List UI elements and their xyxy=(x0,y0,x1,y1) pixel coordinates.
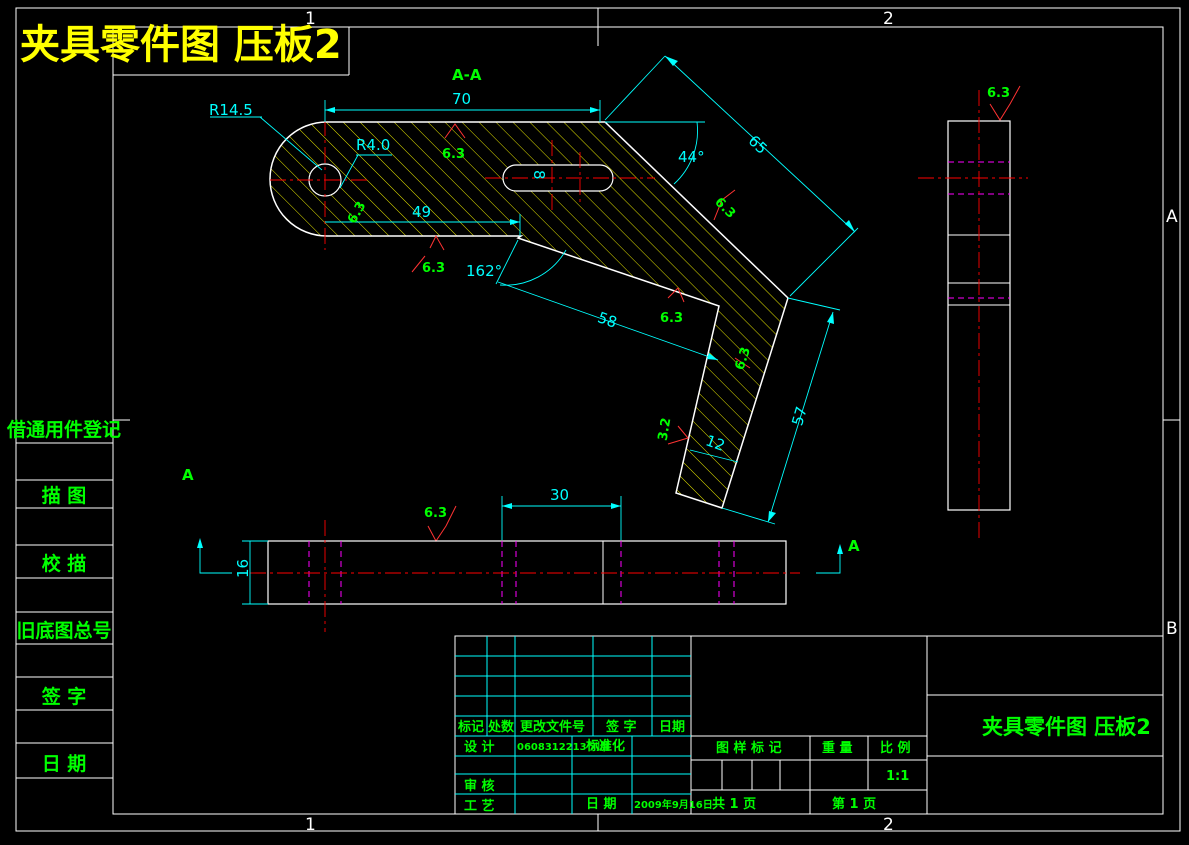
dimension-lines xyxy=(210,55,859,525)
tb-design-label: 设 计 xyxy=(464,739,495,755)
roughness-9: 6.3 xyxy=(424,506,447,521)
zone-side-a: A xyxy=(1166,207,1178,227)
zone-bottom-2: 2 xyxy=(883,815,894,835)
strip-item-2: 校 描 xyxy=(42,552,87,575)
dim-8: 8 xyxy=(530,170,548,180)
strip-item-0: 借通用件登记 xyxy=(6,418,121,441)
zone-top-1: 1 xyxy=(305,9,316,29)
strip-item-5: 日 期 xyxy=(42,753,87,775)
roughness-leaders xyxy=(411,85,1021,542)
tb-h-count: 处数 xyxy=(487,719,515,735)
dim-57: 57 xyxy=(788,404,811,427)
dim-30: 30 xyxy=(550,486,569,504)
tb-review-label: 审 核 xyxy=(464,778,495,794)
tb-h-mark: 标记 xyxy=(457,719,484,735)
tb-design-value: 0608312213 刘健 xyxy=(517,740,610,753)
left-strip: 借通用件登记 描 图 校 描 旧底图总号 签 字 日 期 xyxy=(6,418,130,779)
dimension-arrows xyxy=(325,56,855,522)
dim-162-deg: 162° xyxy=(466,262,502,280)
dim-16: 16 xyxy=(234,559,252,578)
zone-side-b: B xyxy=(1166,619,1178,639)
tb-process-label: 工 艺 xyxy=(464,798,495,814)
zone-bottom-1: 1 xyxy=(305,815,316,835)
tb-date-value: 2009年9月16日 xyxy=(634,798,713,811)
tb-scale-value: 1:1 xyxy=(886,769,909,784)
dim-44-deg: 44° xyxy=(678,148,705,166)
tb-date-label: 日 期 xyxy=(586,797,617,812)
tb-weight: 重 量 xyxy=(822,740,853,756)
zone-top-2: 2 xyxy=(883,9,894,29)
roughness-5: 6.3 xyxy=(660,311,683,326)
tb-drawing-mark: 图 样 标 记 xyxy=(716,740,782,756)
tb-part-name: 夹具零件图 压板2 xyxy=(982,715,1151,739)
tb-standard-label: 标准化 xyxy=(585,738,625,754)
tb-scale-label: 比 例 xyxy=(880,740,911,756)
zone-marks: 1 2 1 2 A B xyxy=(305,9,1178,835)
strip-item-1: 描 图 xyxy=(42,484,87,507)
section-label: A-A xyxy=(452,66,482,84)
tb-page-no: 第 1 页 xyxy=(832,796,876,812)
view-mark-a-right: A xyxy=(848,537,860,555)
side-view xyxy=(918,90,1028,540)
tb-h-date: 日期 xyxy=(659,720,685,735)
tb-h-sign: 签 字 xyxy=(605,719,637,735)
dim-12: 12 xyxy=(703,431,727,454)
dim-58: 58 xyxy=(595,308,619,331)
part-section-outline xyxy=(269,121,789,509)
centerlines xyxy=(270,120,655,250)
dim-70: 70 xyxy=(452,90,471,108)
roughness-8: 6.3 xyxy=(987,86,1010,101)
section-view xyxy=(269,120,789,509)
bottom-view: 30 16 A A xyxy=(182,466,860,632)
strip-item-3: 旧底图总号 xyxy=(16,619,111,642)
title-block: 标记 处数 更改文件号 签 字 日期 设 计 0608312213 刘健 标准化… xyxy=(454,635,1164,815)
tb-h-docno: 更改文件号 xyxy=(520,719,585,735)
roughness-2: 6.3 xyxy=(422,261,445,276)
roughness-1: 6.3 xyxy=(442,147,465,162)
roughness-6: 6.3 xyxy=(733,345,754,372)
tb-total-pages: 共 1 页 xyxy=(712,796,756,812)
dim-49: 49 xyxy=(412,203,431,221)
dim-65: 65 xyxy=(745,132,771,158)
strip-item-4: 签 字 xyxy=(41,685,87,708)
dim-r4-0: R4.0 xyxy=(356,136,390,154)
roughness-7: 3.2 xyxy=(656,417,675,442)
dim-r14-5: R14.5 xyxy=(209,101,253,119)
view-mark-a-left: A xyxy=(182,466,194,484)
drawing-title: 夹具零件图 压板2 xyxy=(20,22,342,68)
dimension-texts: 70 65 49 58 57 12 8 R14.5 R4.0 44° 162° xyxy=(209,90,811,455)
